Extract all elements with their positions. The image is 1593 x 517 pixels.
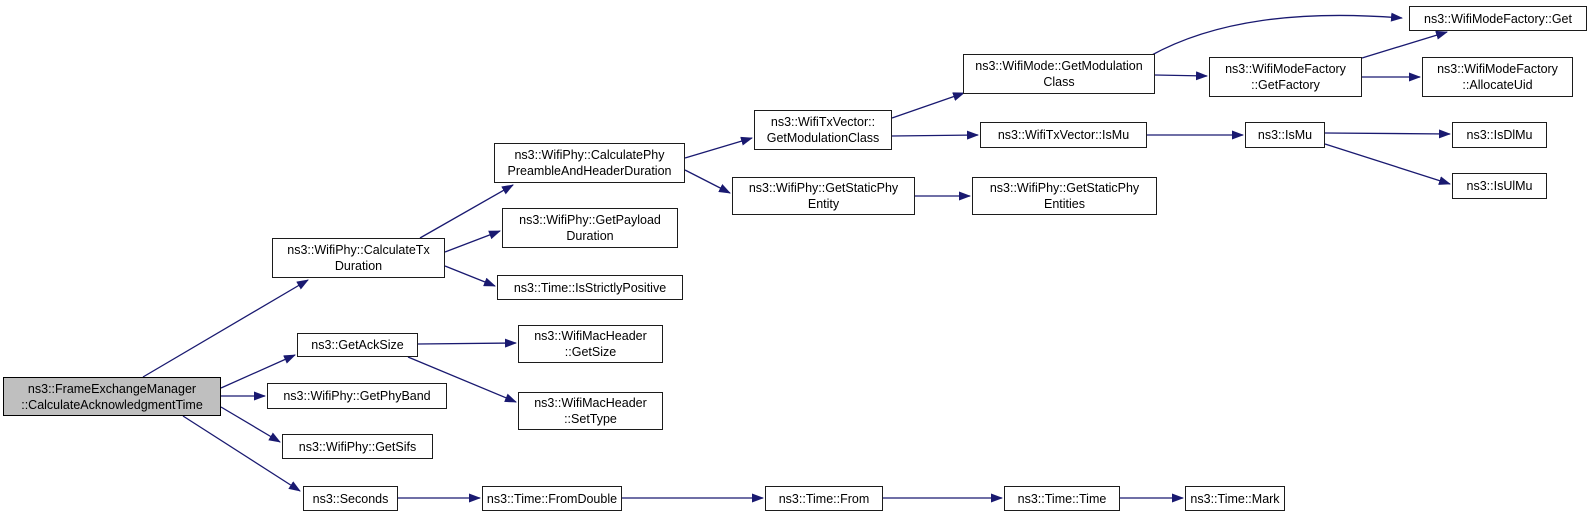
node-label: ns3::IsDlMu <box>1466 128 1533 142</box>
node-label: ns3::WifiPhy::CalculatePhy PreambleAndHe… <box>507 148 672 178</box>
node-wifimodegetmod[interactable]: ns3::WifiMode::GetModulation Class <box>963 54 1155 94</box>
node-label: ns3::WifiMode::GetModulation Class <box>975 59 1143 89</box>
edge-factorygetfactory-to-factoryget <box>1361 30 1448 59</box>
node-factorygetfactory[interactable]: ns3::WifiModeFactory ::GetFactory <box>1209 57 1362 97</box>
edge-ismu-to-isdlmu <box>1324 129 1451 139</box>
edge-getacksize-to-machdrgetsize <box>417 338 517 348</box>
edge-calctx-to-calcphy <box>419 184 514 239</box>
node-isstrictly[interactable]: ns3::Time::IsStrictlyPositive <box>497 275 683 300</box>
node-timetime[interactable]: ns3::Time::Time <box>1004 486 1120 511</box>
node-isdlmu[interactable]: ns3::IsDlMu <box>1452 122 1547 148</box>
edge-root-to-calctx <box>142 279 309 378</box>
node-txvecgetmod[interactable]: ns3::WifiTxVector:: GetModulationClass <box>754 110 892 150</box>
node-calctx[interactable]: ns3::WifiPhy::CalculateTx Duration <box>272 238 445 278</box>
node-getsifs[interactable]: ns3::WifiPhy::GetSifs <box>282 434 433 459</box>
node-label: ns3::Time::IsStrictlyPositive <box>513 280 667 295</box>
node-label: ns3::Time::FromDouble <box>486 491 618 506</box>
node-machdrsettype[interactable]: ns3::WifiMacHeader ::SetType <box>518 392 663 430</box>
node-isulmu[interactable]: ns3::IsUlMu <box>1452 173 1547 199</box>
edge-wifimodegetmod-to-factorygetfactory <box>1154 71 1208 81</box>
node-label: ns3::WifiTxVector::IsMu <box>997 128 1130 142</box>
node-label: ns3::Time::Mark <box>1190 491 1280 506</box>
node-label: ns3::GetAckSize <box>311 338 404 352</box>
edge-root-to-seconds <box>182 415 301 492</box>
node-label: ns3::FrameExchangeManager ::CalculateAck… <box>21 381 203 412</box>
edge-root-to-getsifs <box>220 406 281 443</box>
edge-calctx-to-isstrictly <box>444 265 496 287</box>
node-label: ns3::Time::Time <box>1017 491 1107 506</box>
node-label: ns3::WifiTxVector:: GetModulationClass <box>766 115 880 145</box>
edge-getacksize-to-machdrsettype <box>407 356 517 403</box>
node-fromdouble[interactable]: ns3::Time::FromDouble <box>482 486 622 511</box>
node-staticentities[interactable]: ns3::WifiPhy::GetStaticPhy Entities <box>972 177 1157 215</box>
node-label: ns3::WifiPhy::GetStaticPhy Entity <box>748 181 899 211</box>
node-label: ns3::WifiPhy::GetPhyBand <box>283 389 431 403</box>
node-getpayload[interactable]: ns3::WifiPhy::GetPayload Duration <box>502 208 678 248</box>
node-label: ns3::WifiModeFactory::Get <box>1424 11 1572 26</box>
edge-calcphy-to-txvecgetmod <box>684 136 753 159</box>
edge-root-to-getacksize <box>220 354 296 389</box>
node-machdrgetsize[interactable]: ns3::WifiMacHeader ::GetSize <box>518 325 663 363</box>
node-txvecismu[interactable]: ns3::WifiTxVector::IsMu <box>980 122 1147 148</box>
node-label: ns3::Time::From <box>778 491 870 506</box>
node-label: ns3::WifiPhy::CalculateTx Duration <box>287 243 430 273</box>
edge-txvecgetmod-to-txvecismu <box>891 130 979 140</box>
node-root: ns3::FrameExchangeManager ::CalculateAck… <box>3 377 221 416</box>
node-label: ns3::WifiModeFactory ::GetFactory <box>1225 62 1346 92</box>
node-label: ns3::IsUlMu <box>1466 179 1533 193</box>
node-label: ns3::IsMu <box>1257 128 1313 142</box>
node-timefrom[interactable]: ns3::Time::From <box>765 486 883 511</box>
node-label: ns3::Seconds <box>312 491 389 506</box>
node-label: ns3::WifiPhy::GetSifs <box>298 439 417 454</box>
edge-txvecgetmod-to-wifimodegetmod <box>891 92 965 119</box>
node-factoryallocuid[interactable]: ns3::WifiModeFactory ::AllocateUid <box>1422 57 1573 97</box>
node-label: ns3::WifiPhy::GetPayload Duration <box>519 213 661 243</box>
node-timemark[interactable]: ns3::Time::Mark <box>1185 486 1285 511</box>
edge-ismu-to-isulmu <box>1324 143 1451 185</box>
node-seconds[interactable]: ns3::Seconds <box>303 486 398 511</box>
node-label: ns3::WifiMacHeader ::SetType <box>534 396 647 426</box>
edge-calcphy-to-staticentity <box>684 169 731 194</box>
node-label: ns3::WifiPhy::GetStaticPhy Entities <box>989 181 1140 211</box>
node-factoryget[interactable]: ns3::WifiModeFactory::Get <box>1409 6 1587 31</box>
node-getphyband[interactable]: ns3::WifiPhy::GetPhyBand <box>267 383 447 409</box>
node-ismu[interactable]: ns3::IsMu <box>1245 122 1325 148</box>
node-calcphy[interactable]: ns3::WifiPhy::CalculatePhy PreambleAndHe… <box>494 143 685 183</box>
node-label: ns3::WifiModeFactory ::AllocateUid <box>1437 62 1558 92</box>
node-label: ns3::WifiMacHeader ::GetSize <box>534 329 647 359</box>
edge-calctx-to-getpayload <box>444 230 501 253</box>
node-staticentity[interactable]: ns3::WifiPhy::GetStaticPhy Entity <box>732 177 915 215</box>
node-getacksize[interactable]: ns3::GetAckSize <box>297 333 418 357</box>
edge-wifimodegetmod-to-factoryget <box>1149 12 1403 57</box>
